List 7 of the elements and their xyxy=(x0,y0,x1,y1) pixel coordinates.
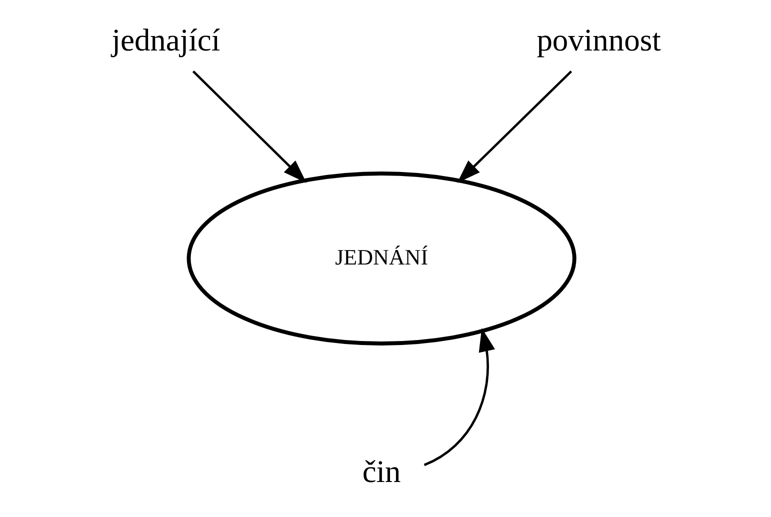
node-text: jednající xyxy=(112,22,220,58)
node-ellipse: JEDNÁNÍ xyxy=(186,172,576,346)
arrow xyxy=(457,70,572,183)
arrow xyxy=(192,70,307,183)
node-text: povinnost xyxy=(536,22,661,58)
node-text: čin xyxy=(362,454,401,490)
arrow xyxy=(424,328,495,466)
